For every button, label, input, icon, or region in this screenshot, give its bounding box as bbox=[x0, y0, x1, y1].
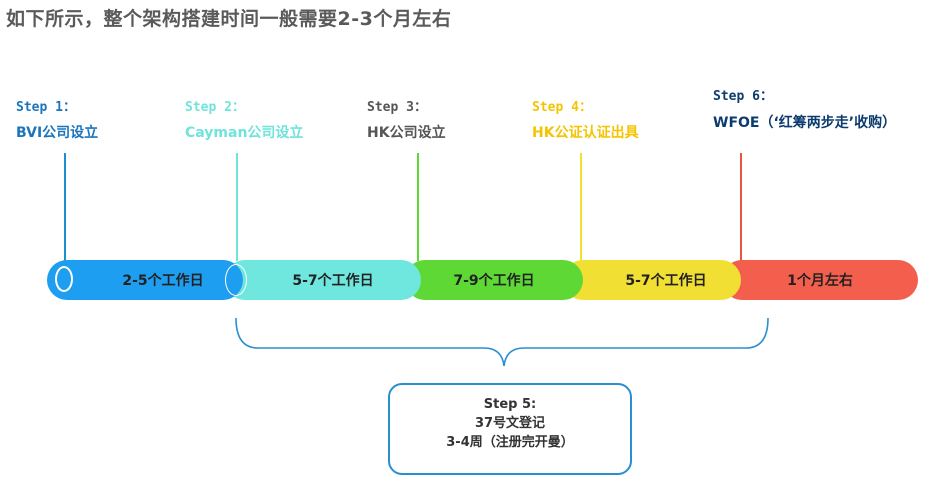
step-6-desc: WFOE（‘红筹两步走’收购） bbox=[713, 115, 897, 131]
step-6-connector bbox=[740, 153, 742, 261]
timeline-segment-4: 5-7个工作日 bbox=[563, 260, 741, 300]
step-5-line2: 3-4周（注册完开曼） bbox=[446, 435, 574, 450]
step-1-title: Step 1： bbox=[16, 100, 76, 115]
step-4-connector bbox=[580, 153, 582, 261]
step-2-desc: Cayman公司设立 bbox=[185, 125, 304, 141]
segment-5-label: 1个月左右 bbox=[787, 273, 853, 289]
step-5-brace bbox=[235, 317, 769, 367]
step-1-connector bbox=[64, 153, 66, 261]
step-3-connector bbox=[417, 153, 419, 261]
step-1-desc: BVI公司设立 bbox=[16, 125, 99, 141]
segment-divider-ring bbox=[225, 264, 247, 296]
segment-3-label: 7-9个工作日 bbox=[453, 273, 535, 289]
step-2-title: Step 2： bbox=[185, 100, 245, 115]
segment-1-label: 2-5个工作日 bbox=[122, 273, 204, 289]
step-5-box: Step 5: 37号文登记 3-4周（注册完开曼） bbox=[388, 383, 632, 475]
timeline-segment-2: 5-7个工作日 bbox=[225, 260, 421, 300]
timeline-segment-3: 7-9个工作日 bbox=[405, 260, 583, 300]
step-4-desc: HK公证认证出具 bbox=[532, 125, 639, 141]
step-3-desc: HK公司设立 bbox=[367, 125, 446, 141]
page-title: 如下所示，整个架构搭建时间一般需要2-3个月左右 bbox=[6, 8, 452, 30]
step-3-title: Step 3： bbox=[367, 100, 427, 115]
step-4-title: Step 4： bbox=[532, 100, 592, 115]
timeline-segment-1: 2-5个工作日 bbox=[47, 260, 243, 300]
step-5-title: Step 5: bbox=[483, 397, 537, 412]
step-6-title: Step 6： bbox=[713, 89, 773, 104]
step-5-line1: 37号文登记 bbox=[474, 416, 546, 431]
step-2-connector bbox=[236, 153, 238, 261]
segment-4-label: 5-7个工作日 bbox=[625, 273, 707, 289]
timeline-start-ring bbox=[55, 266, 73, 292]
segment-2-label: 5-7个工作日 bbox=[292, 273, 374, 289]
timeline-segment-5: 1个月左右 bbox=[722, 260, 918, 300]
